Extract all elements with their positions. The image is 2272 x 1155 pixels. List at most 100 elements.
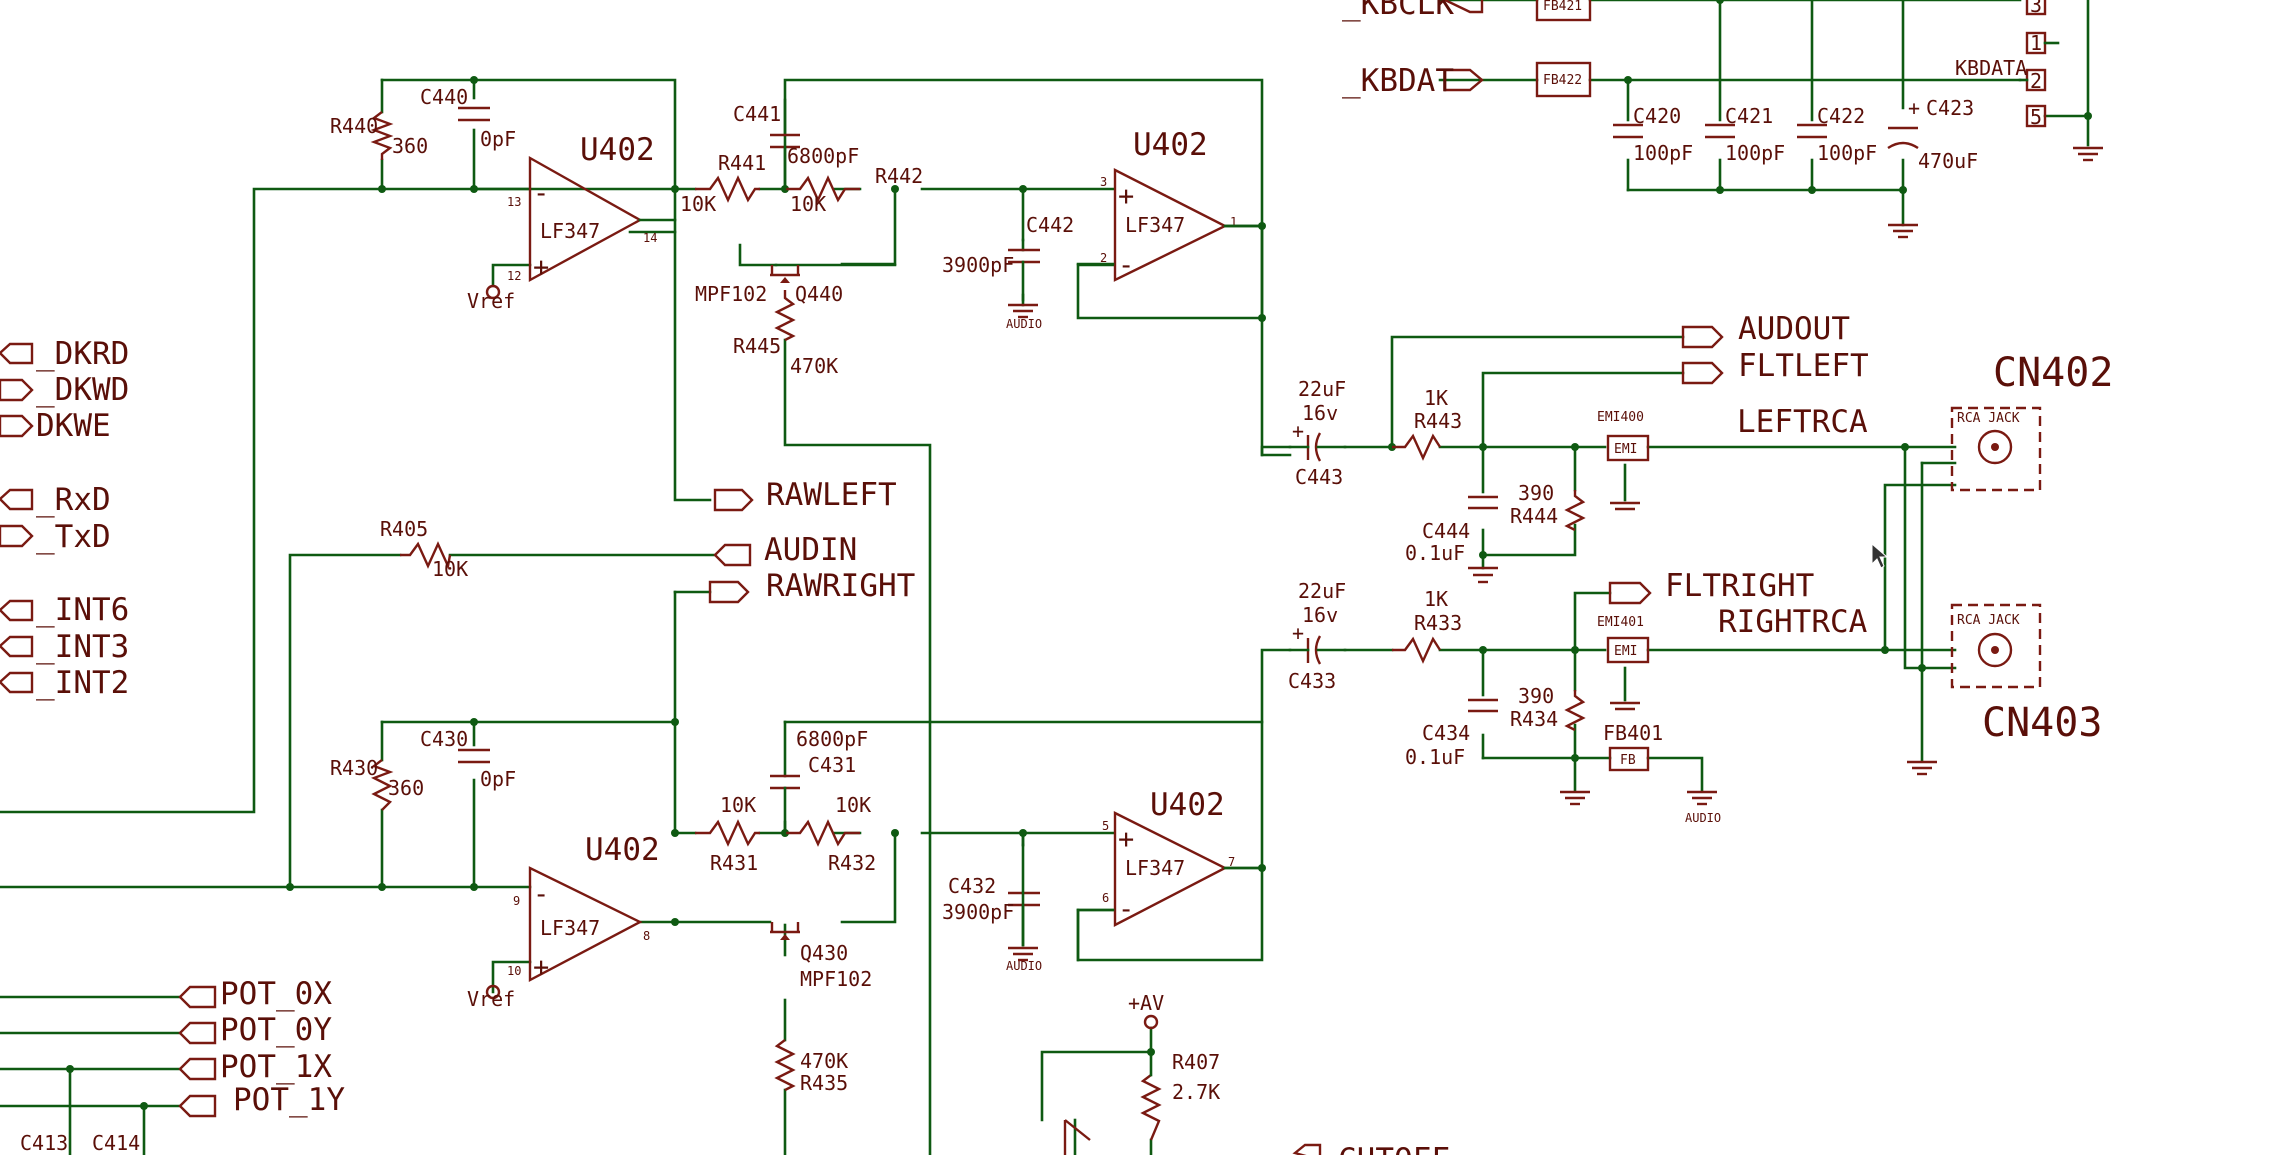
port-pot1x: POT_1X — [220, 1049, 332, 1085]
c443-value: 22uF — [1298, 377, 1346, 401]
ground-icon — [1687, 790, 1717, 806]
r441-value: 10K — [680, 192, 716, 216]
port-fltright: FLTRIGHT — [1665, 568, 1814, 604]
opamp-c: LF347 U402 - + 9 10 8 — [507, 832, 660, 983]
capacitors: C440 0pF C441 6800pF C442 3900pF 22uF 16… — [20, 85, 1978, 1155]
svg-text:+: + — [533, 252, 549, 283]
c442-value: 3900pF — [942, 253, 1014, 277]
r432-ref: R432 — [828, 851, 876, 875]
r430-ref: R430 — [330, 756, 378, 780]
r434-ref: R434 — [1510, 707, 1558, 731]
plus-av-label: +AV — [1128, 991, 1164, 1015]
port-pot1y: POT_1Y — [233, 1082, 345, 1118]
transistors: MPF102 Q440 Q430 MPF102 — [695, 265, 1091, 1155]
r430-value: 360 — [388, 776, 424, 800]
ground-icon — [1008, 946, 1038, 962]
port-kbdat: _KBDAT — [1342, 63, 1454, 99]
c441-ref: C441 — [733, 102, 781, 126]
opamp-b-pin-inv: 2 — [1100, 251, 1107, 265]
c442-ref: C442 — [1026, 213, 1074, 237]
header-pin-tag: 1 — [2030, 31, 2042, 55]
r407-value: 2.7K — [1172, 1080, 1220, 1104]
vref-label-2: Vref — [467, 987, 515, 1011]
c421-ref: C421 — [1725, 104, 1773, 128]
port-rxd: _RxD — [36, 482, 111, 518]
port-rawleft: RAWLEFT — [766, 477, 897, 513]
emi401-ref: EMI401 — [1597, 615, 1644, 630]
net-rightrca: RIGHTRCA — [1718, 604, 1868, 640]
ground-icon — [1008, 303, 1038, 319]
r434-value: 390 — [1518, 684, 1554, 708]
opamp-b-pin-out: 1 — [1230, 215, 1237, 229]
r443-ref: R443 — [1414, 409, 1462, 433]
net-kbdata: KBDATA — [1955, 56, 2027, 80]
resistors: R440 360 R441 10K R442 10K R445 470K 1K … — [330, 111, 1586, 1141]
c434-ref: C434 — [1422, 721, 1470, 745]
audio-gnd-label-3: AUDIO — [1685, 811, 1721, 825]
opamp-b-pin-noninv: 3 — [1100, 175, 1107, 189]
c423-ref: C423 — [1926, 96, 1974, 120]
r440-value: 360 — [392, 134, 428, 158]
cn402-ref: CN402 — [1993, 350, 2113, 396]
c430-value: 0pF — [480, 767, 516, 791]
opamp-c-ref: U402 — [585, 832, 660, 868]
port-dkrd: _DKRD — [36, 336, 129, 372]
port-txd: _TxD — [36, 519, 111, 555]
port-kbclk: _KBCLK — [1342, 0, 1454, 22]
cn402-jack-label: RCA JACK — [1957, 411, 2020, 426]
r445-value: 470K — [790, 354, 838, 378]
c434-value: 0.1uF — [1405, 745, 1465, 769]
header-pin-tag: 5 — [2030, 105, 2042, 129]
opamp-a-part: LF347 — [540, 219, 600, 243]
port-fltleft: FLTLEFT — [1738, 348, 1869, 384]
cn403-ref: CN403 — [1982, 700, 2102, 746]
opamp-d-pin-out: 7 — [1228, 855, 1235, 869]
port-audout: AUDOUT — [1738, 311, 1850, 347]
ground-icon — [1610, 701, 1640, 711]
emi400-ref: EMI400 — [1597, 410, 1644, 425]
ground-icon — [2073, 146, 2103, 162]
fb421-label: FB421 — [1543, 0, 1582, 14]
c440-value: 0pF — [480, 127, 516, 151]
header-pin-tag: 3 — [2030, 0, 2042, 17]
c432-value: 3900pF — [942, 900, 1014, 924]
ground-icon — [1610, 501, 1640, 511]
svg-text:+: + — [1292, 419, 1304, 443]
svg-text:-: - — [533, 178, 549, 209]
c420-ref: C420 — [1633, 104, 1681, 128]
opamp-a-pin-out: 14 — [643, 231, 657, 245]
c420-value: 100pF — [1633, 141, 1693, 165]
c433-rating: 16v — [1302, 603, 1338, 627]
svg-text:-: - — [1118, 250, 1134, 281]
emi401-body: EMI — [1614, 644, 1637, 659]
c431-ref: C431 — [808, 753, 856, 777]
ground-icon — [1888, 223, 1918, 239]
c433-ref: C433 — [1288, 669, 1336, 693]
r433-ref: R433 — [1414, 611, 1462, 635]
emi400-body: EMI — [1614, 442, 1637, 457]
opamp-b: LF347 U402 + - 3 2 1 — [1100, 127, 1237, 282]
r405-value: 10K — [432, 557, 468, 581]
opamp-a: LF347 U402 - + 13 12 14 — [507, 132, 677, 283]
r442-ref: R442 — [875, 164, 923, 188]
rca-jacks: RCA JACK CN402 RCA JACK CN403 — [1950, 350, 2113, 746]
ferrites: FB421 FB422 FB FB401 EMI EMI400 EMI EMI4… — [1535, 0, 1663, 772]
c430-ref: C430 — [420, 727, 468, 751]
ground-symbols: AUDIO AUDIO AUDIO — [1006, 146, 2103, 973]
header-pin-tag: 2 — [2030, 69, 2042, 93]
ground-icon — [1560, 790, 1590, 806]
port-dkwd: _DKWD — [36, 372, 129, 408]
r443-value: 1K — [1424, 386, 1448, 410]
opamp-b-part: LF347 — [1125, 213, 1185, 237]
net-labels: LEFTRCA RIGHTRCA Vref Vref +AV — [467, 284, 1868, 1030]
port-pot0x: POT_0X — [220, 976, 332, 1012]
vref-label-1: Vref — [467, 289, 515, 313]
r433-value: 1K — [1424, 587, 1448, 611]
opamp-a-ref: U402 — [580, 132, 655, 168]
r431-ref: R431 — [710, 851, 758, 875]
r441-ref: R441 — [718, 151, 766, 175]
junction-dots — [66, 0, 2092, 1110]
port-int2: _INT2 — [36, 665, 129, 701]
r435-value: 470K — [800, 1049, 848, 1073]
